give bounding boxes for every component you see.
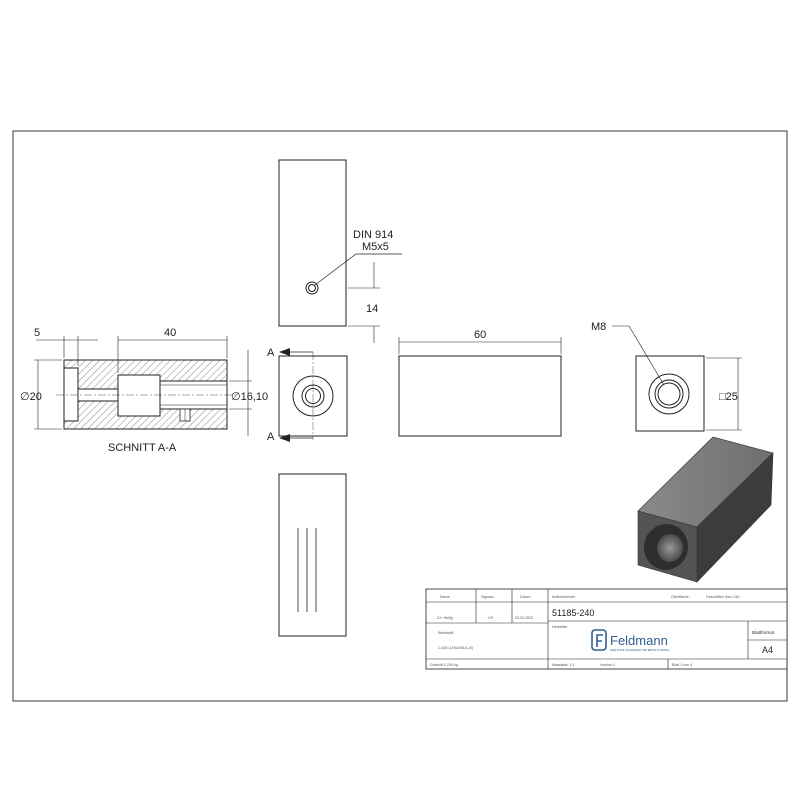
logo-brand-name: Feldmann — [610, 633, 668, 648]
side-view: 60 — [398, 329, 562, 437]
iso-hole-inner — [656, 534, 684, 562]
dia-20: ∅20 — [20, 391, 42, 403]
tb-header-name: Name — [440, 595, 450, 599]
setscrew-hole-outer — [305, 281, 319, 295]
tb-sheet-format: A4 — [762, 645, 773, 655]
section-label: SCHNITT A-A — [108, 442, 177, 454]
tb-article-number: 51185-240 — [552, 608, 594, 618]
din-annotation: DIN 914 — [353, 229, 393, 241]
end-hole-inner — [657, 382, 681, 406]
thread-annotation: M5x5 — [362, 241, 389, 253]
setscrew-hole-inner — [308, 284, 316, 292]
end-view-outline — [635, 355, 705, 432]
dia-16: ∅16,10 — [231, 391, 268, 403]
dim-14: 14 — [366, 303, 378, 315]
end-view: M8 □25 — [591, 321, 742, 432]
dim-60: 60 — [474, 329, 486, 341]
arrow-head-bottom — [279, 434, 290, 442]
section-bore — [117, 374, 161, 417]
section-mark-bottom: A — [267, 431, 275, 443]
end-hole-outer — [648, 373, 690, 415]
tb-sheet-format-label: Blattformat — [752, 630, 775, 635]
tb-drawn-name: Ch. Hollig — [437, 616, 453, 620]
thread-m8: M8 — [591, 321, 606, 333]
tb-version: Version:1 — [600, 663, 615, 667]
tb-header-date: Datum — [520, 595, 531, 599]
tb-header-surface: Oberfläche: — [671, 595, 690, 599]
square-25: □25 — [719, 391, 738, 403]
bottom-view — [278, 473, 347, 637]
logo-mark — [591, 629, 607, 651]
tb-weight: Gewicht 0.240 kg — [430, 663, 458, 667]
logo-f-glyph — [596, 634, 603, 647]
front-view: A A — [267, 347, 348, 443]
tb-manufacturer-label: Hersteller — [552, 625, 568, 629]
section-cap — [63, 367, 79, 422]
isometric-view — [637, 436, 774, 583]
logo-tagline: EDELSTAHL-SICHERHEIT, DIE BESTE AUSWAHL — [610, 648, 670, 652]
dim-40: 40 — [164, 327, 176, 339]
tb-material-label: Werkstoff: — [438, 631, 454, 635]
tb-material-value: 1.4301 (X5CrNi18-10) — [438, 646, 473, 650]
top-view-outline — [278, 159, 347, 327]
tb-sheet-number: Blatt 1 von 4 — [672, 663, 692, 667]
tb-surface-value: Geschliffen Korn 240 — [706, 595, 740, 599]
tb-header-article: Artikelnummer — [552, 595, 576, 599]
end-hole-mid — [654, 379, 684, 409]
section-view: 5 40 ∅20 ∅16,10 SCHNITT A-A — [20, 327, 268, 454]
tb-header-signature: Signatur — [481, 595, 495, 599]
front-hole-inner — [305, 388, 321, 404]
tb-drawn-signature: CH — [488, 616, 494, 620]
tb-scale: Massstab: 1:1 — [552, 663, 574, 667]
title-block: Name Signatur Datum Artikelnummer Oberfl… — [425, 588, 788, 670]
arrow-head-top — [279, 348, 290, 356]
tb-drawn-date: 03.02.2022 — [515, 616, 533, 620]
title-block-frame — [425, 588, 788, 670]
m8-leader-diag — [628, 325, 665, 386]
drawing-frame — [12, 130, 788, 702]
top-view: DIN 914 M5x5 14 — [278, 159, 402, 343]
section-mark-top: A — [267, 347, 275, 359]
bottom-view-outline — [278, 473, 347, 637]
dim-5: 5 — [34, 327, 40, 339]
side-view-outline — [398, 355, 562, 437]
feldmann-logo: Feldmann EDELSTAHL-SICHERHEIT, DIE BESTE… — [591, 629, 670, 652]
annotation-leader — [314, 253, 357, 286]
